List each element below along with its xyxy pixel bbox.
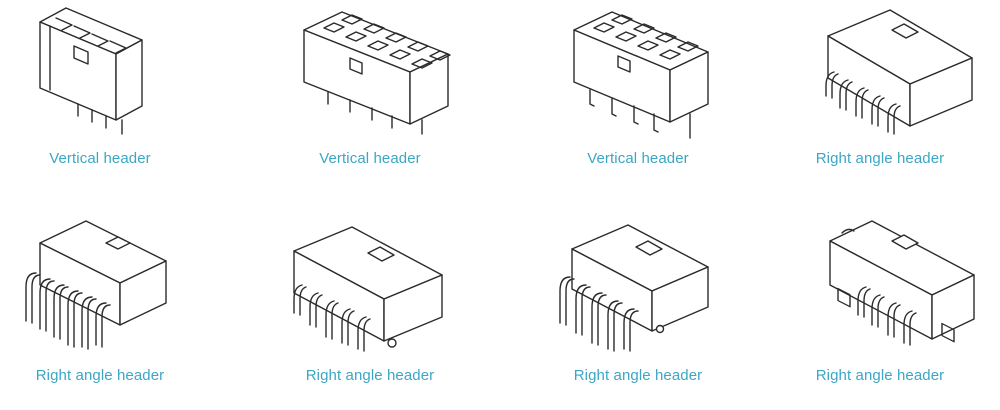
connector-label: Vertical header bbox=[587, 150, 689, 167]
connector-card: Vertical header bbox=[270, 0, 540, 205]
connector-label: Right angle header bbox=[815, 367, 945, 384]
vertical-header-2x5-pcb-icon bbox=[573, 11, 709, 139]
connector-card: Right angle header bbox=[540, 205, 810, 410]
vertical-header-2x5-icon bbox=[303, 11, 451, 135]
connector-card: Right angle header bbox=[0, 205, 270, 410]
connector-card: Vertical header bbox=[540, 0, 810, 205]
vertical-header-2x4-icon bbox=[39, 7, 143, 135]
connector-label: Right angle header bbox=[815, 150, 945, 167]
connector-label: Right angle header bbox=[573, 367, 703, 384]
connector-card: Right angle header bbox=[810, 0, 1000, 205]
connector-label: Vertical header bbox=[319, 150, 421, 167]
right-angle-header-flanged-icon bbox=[829, 220, 975, 346]
connector-card: Right angle header bbox=[270, 205, 540, 410]
connector-label: Vertical header bbox=[49, 150, 151, 167]
connector-label: Right angle header bbox=[305, 367, 435, 384]
right-angle-header-1x5-icon bbox=[825, 9, 973, 135]
connector-label: Right angle header bbox=[35, 367, 165, 384]
right-angle-header-2x5-icon bbox=[293, 226, 443, 352]
connector-card: Right angle header bbox=[810, 205, 1000, 410]
right-angle-header-2x6-icon bbox=[25, 220, 167, 350]
right-angle-header-2x5b-icon bbox=[559, 224, 709, 352]
connector-card: Vertical header bbox=[0, 0, 270, 205]
